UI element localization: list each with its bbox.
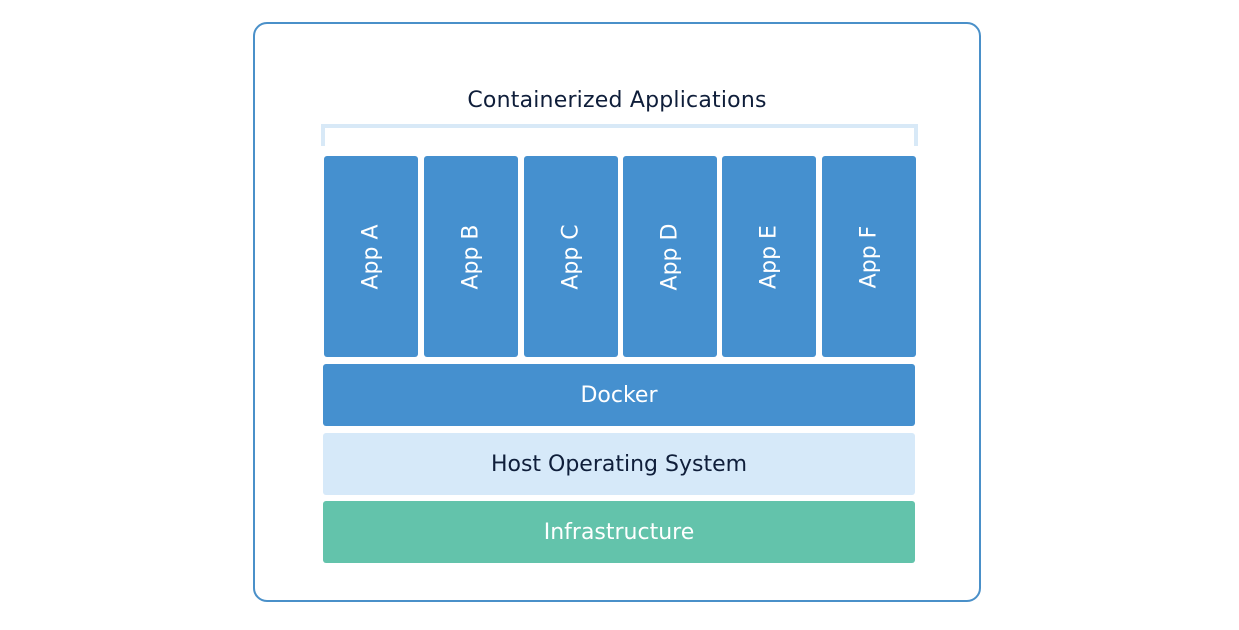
app-b-block: App B	[424, 156, 518, 357]
app-a-label: App A	[358, 223, 384, 290]
infrastructure-layer-label: Infrastructure	[543, 519, 695, 545]
host-os-layer: Host Operating System	[323, 433, 915, 495]
apps-group-bracket	[321, 124, 918, 146]
host-os-layer-label: Host Operating System	[490, 451, 748, 477]
app-d-label: App D	[657, 223, 683, 290]
docker-layer: Docker	[323, 364, 915, 426]
app-d-block: App D	[623, 156, 717, 357]
app-f-label: App F	[856, 225, 882, 288]
app-e-label: App E	[756, 224, 782, 289]
app-a-block: App A	[324, 156, 418, 357]
app-b-label: App B	[458, 223, 484, 290]
app-c-label: App C	[558, 223, 584, 290]
diagram-title: Containerized Applications	[467, 88, 767, 113]
infrastructure-layer: Infrastructure	[323, 501, 915, 563]
app-f-block: App F	[822, 156, 916, 357]
app-e-block: App E	[722, 156, 816, 357]
app-c-block: App C	[524, 156, 618, 357]
docker-layer-label: Docker	[580, 382, 658, 408]
